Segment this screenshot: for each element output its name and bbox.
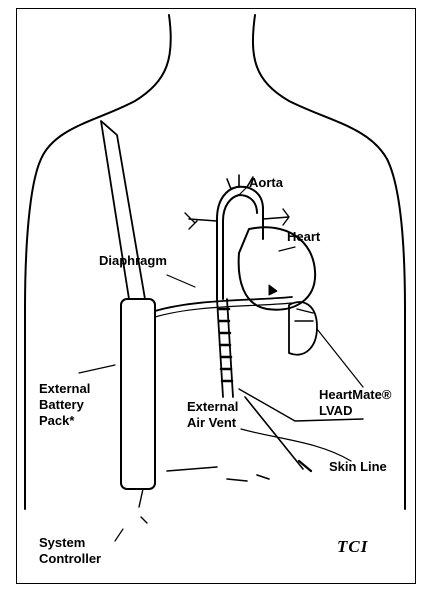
label-external-air-vent-line2: Air Vent — [187, 415, 236, 431]
label-system-controller-line2: Controller — [39, 551, 101, 567]
label-heartmate-line2: LVAD — [319, 403, 352, 419]
label-heart: Heart — [287, 229, 320, 245]
label-aorta: Aorta — [249, 175, 283, 191]
tci-logo: TCI — [337, 537, 368, 557]
label-skin-line: Skin Line — [329, 459, 387, 475]
lvad-illustration — [17, 9, 416, 584]
skin-line — [241, 429, 351, 461]
battery-strap — [101, 121, 145, 299]
battery-pack — [121, 299, 155, 489]
label-external-air-vent-line1: External — [187, 399, 238, 415]
label-diaphragm: Diaphragm — [99, 253, 167, 269]
label-external-battery-line1: External — [39, 381, 90, 397]
label-system-controller-line1: System — [39, 535, 85, 551]
label-external-battery-line2: Battery — [39, 397, 84, 413]
label-external-battery-line3: Pack* — [39, 413, 74, 429]
air-vent-line — [245, 397, 303, 469]
descending-tube — [217, 299, 233, 397]
diagram-frame: Aorta Heart Diaphragm External Battery P… — [16, 8, 416, 584]
label-heartmate-line1: HeartMate® — [319, 387, 391, 403]
